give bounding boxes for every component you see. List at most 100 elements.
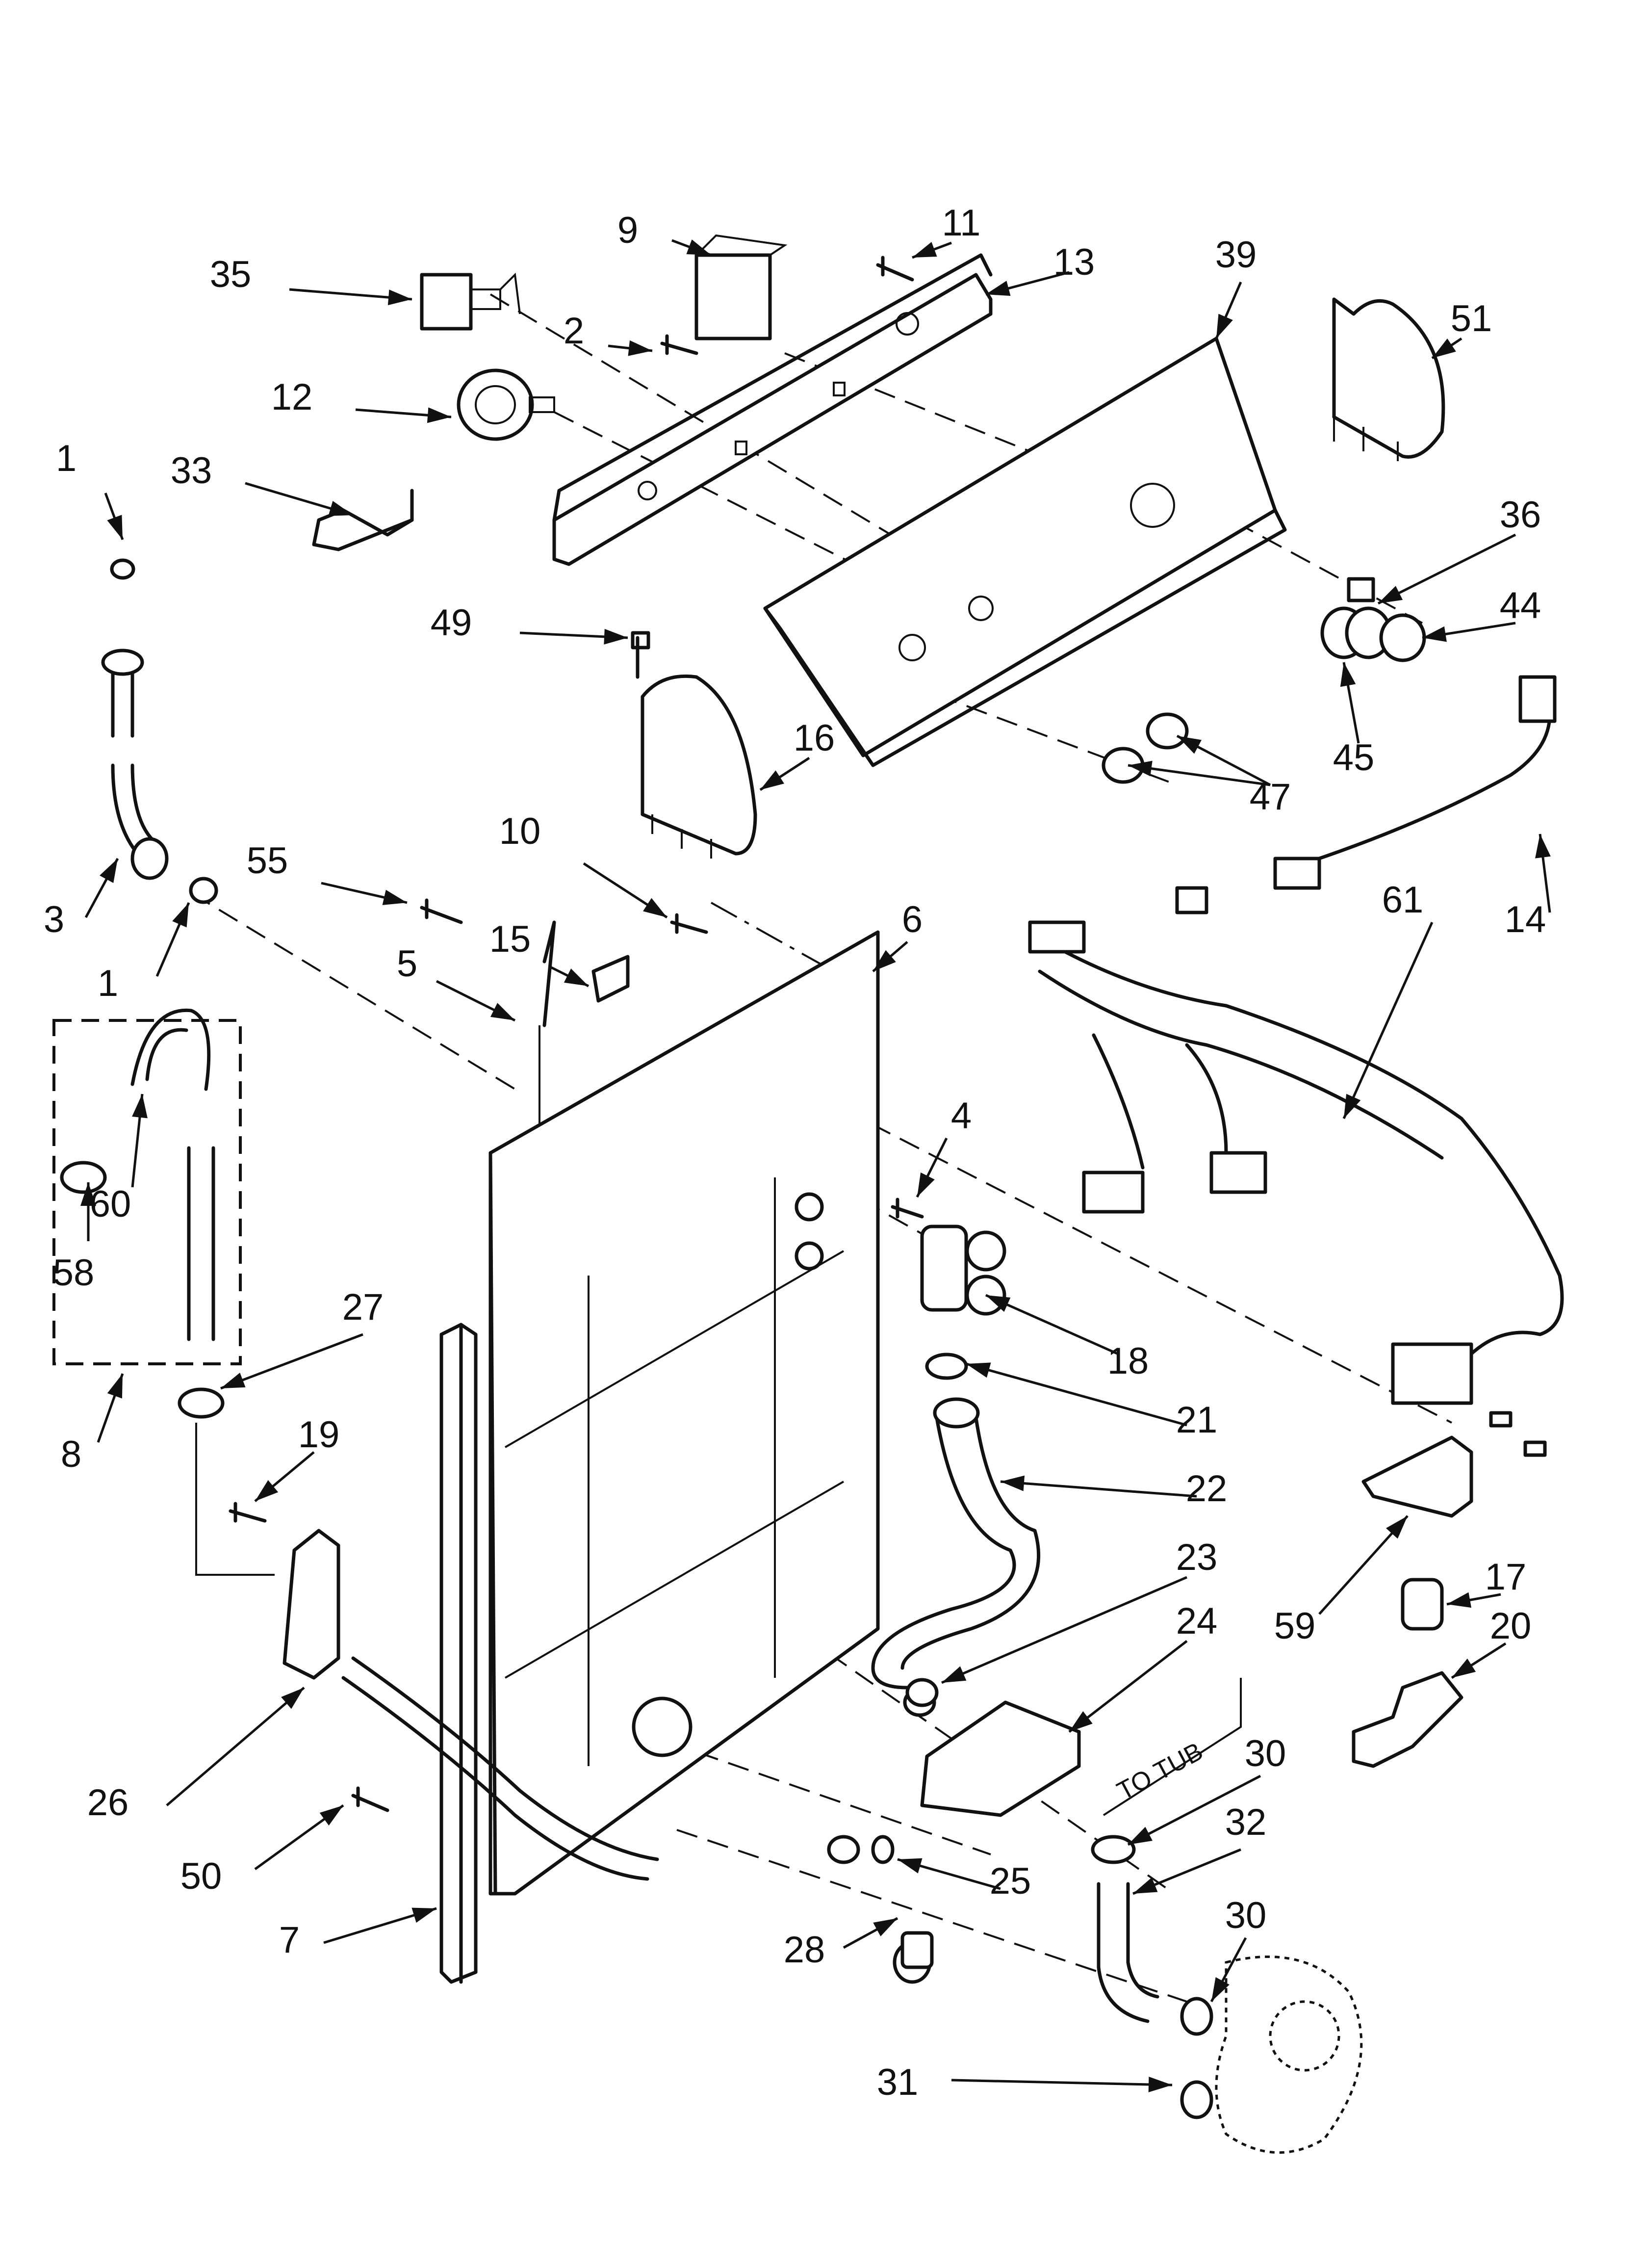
callout-61-arrowhead — [1344, 1094, 1361, 1119]
water-valve — [795, 1192, 1006, 1316]
callout-label-14: 14 — [1505, 899, 1546, 940]
callout-30b-arrowhead — [1211, 1977, 1230, 2002]
callout-3-arrowhead — [100, 859, 118, 883]
callout-label-58: 58 — [53, 1252, 95, 1294]
callout-35-arrowhead — [387, 289, 412, 306]
knobs-and-seals — [631, 577, 1426, 784]
callout-33-arrowhead — [328, 501, 353, 516]
switch — [420, 272, 521, 331]
callout-label-50: 50 — [180, 1855, 222, 1897]
callout-39-arrowhead — [1216, 313, 1233, 339]
drain-pump-nozzle — [282, 1529, 659, 1881]
callout-label-31: 31 — [877, 2061, 919, 2103]
callout-27-arrowhead — [221, 1373, 246, 1388]
callout-9-arrowhead — [686, 239, 711, 255]
callout-25-arrowhead — [898, 1858, 923, 1874]
callout-16-arrowhead — [760, 770, 784, 790]
to-tub-label: TO TUB — [1112, 1737, 1207, 1806]
callout-47-extra-leader — [1128, 764, 1271, 786]
callout-7-arrowhead — [411, 1907, 436, 1923]
callout-31-leader — [951, 2079, 1173, 2086]
callout-label-27: 27 — [342, 1286, 384, 1328]
callout-label-35: 35 — [210, 254, 252, 295]
callout-label-18: 18 — [1107, 1340, 1149, 1382]
callout-32-arrowhead — [1133, 1877, 1158, 1894]
callout-1a-arrowhead — [107, 515, 123, 540]
callout-13-arrowhead — [986, 281, 1011, 296]
drain-hose-kit — [60, 1008, 225, 1419]
callout-6-arrowhead — [873, 950, 896, 971]
callout-label-16: 16 — [794, 717, 835, 759]
callout-label-25: 25 — [990, 1860, 1031, 1902]
callout-45-arrowhead — [1340, 662, 1356, 687]
callout-23-arrowhead — [942, 1666, 967, 1683]
callout-30a-arrowhead — [1128, 1826, 1153, 1845]
callout-label-22: 22 — [1186, 1468, 1228, 1510]
callout-11-arrowhead — [912, 242, 937, 258]
capacitor-bracket — [1352, 1671, 1463, 1768]
callout-label-9: 9 — [617, 209, 638, 251]
callout-51-arrowhead — [1432, 339, 1456, 358]
callout-22-leader — [1000, 1480, 1197, 1498]
callout-label-4: 4 — [951, 1095, 972, 1137]
callout-label-61: 61 — [1382, 879, 1424, 921]
callout-label-45: 45 — [1333, 737, 1375, 779]
callout-label-36: 36 — [1500, 494, 1541, 536]
callout-19-arrowhead — [255, 1480, 279, 1501]
callout-61-leader — [1342, 921, 1434, 1120]
kit-outline — [52, 1019, 242, 1365]
callout-15-arrowhead — [564, 968, 589, 986]
callout-label-6: 6 — [902, 899, 923, 940]
callout-21-leader — [966, 1362, 1187, 1427]
callout-12-arrowhead — [427, 407, 451, 423]
callout-24-leader — [1068, 1640, 1188, 1733]
callout-8-arrowhead — [107, 1374, 123, 1399]
callout-label-28: 28 — [784, 1929, 825, 1971]
callout-14-arrowhead — [1535, 834, 1551, 859]
control-panel-bracket — [552, 253, 993, 566]
side-rail — [439, 1323, 478, 1984]
callout-label-30a: 30 — [1245, 1733, 1286, 1774]
to-tub-bracket — [1103, 1678, 1242, 1816]
capacitor — [1401, 1578, 1444, 1631]
callout-label-5: 5 — [397, 943, 417, 985]
callout-18-arrowhead — [986, 1295, 1011, 1312]
callout-31-arrowhead — [1148, 2076, 1172, 2092]
callout-label-26: 26 — [87, 1782, 129, 1824]
callout-label-2: 2 — [564, 310, 584, 352]
callout-10-arrowhead — [643, 898, 667, 917]
selector-knob-assembly — [457, 368, 555, 441]
callout-59-arrowhead — [1385, 1516, 1408, 1539]
callout-label-51: 51 — [1451, 298, 1492, 339]
callout-47-arrowhead — [1177, 736, 1202, 754]
callout-label-32: 32 — [1225, 1801, 1267, 1843]
inlet-hose — [871, 1353, 1040, 1717]
callout-2-arrowhead — [628, 340, 652, 356]
callout-label-49: 49 — [431, 602, 472, 644]
callout-50-arrowhead — [319, 1805, 343, 1826]
callout-label-17: 17 — [1485, 1556, 1527, 1598]
callout-label-60: 60 — [90, 1183, 131, 1225]
callout-label-8: 8 — [61, 1434, 81, 1475]
callout-label-12: 12 — [271, 376, 313, 418]
callout-17-arrowhead — [1447, 1592, 1472, 1608]
callout-label-24: 24 — [1176, 1600, 1218, 1642]
callouts: 1123456789101112131415161718192021222324… — [44, 202, 1551, 2103]
clamps-and-plugs — [542, 920, 939, 1969]
callout-label-44: 44 — [1500, 585, 1541, 626]
fill-hose — [101, 558, 218, 904]
callout-55-arrowhead — [382, 889, 407, 905]
callout-21-arrowhead — [966, 1362, 991, 1378]
callout-label-21: 21 — [1176, 1399, 1218, 1441]
callout-44-arrowhead — [1422, 626, 1447, 642]
callout-label-13: 13 — [1053, 241, 1095, 283]
console — [763, 337, 1287, 767]
callout-26-arrowhead — [281, 1688, 304, 1709]
callout-label-20: 20 — [1490, 1605, 1532, 1647]
callout-label-7: 7 — [279, 1919, 300, 1961]
callout-label-19: 19 — [298, 1414, 340, 1456]
callout-18-leader — [985, 1294, 1119, 1356]
callout-label-55: 55 — [247, 840, 288, 882]
callout-label-15: 15 — [489, 918, 531, 960]
inlet-cover — [920, 1700, 1081, 1817]
